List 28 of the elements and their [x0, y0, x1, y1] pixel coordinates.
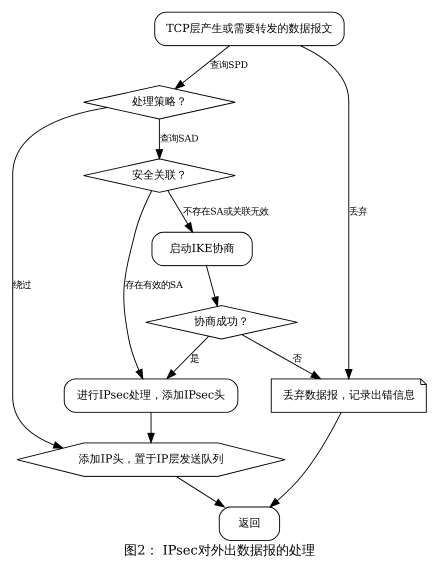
arrow [167, 190, 194, 234]
arrow [268, 412, 342, 508]
arrow [155, 118, 164, 160]
node-box: 进行IPsec处理，添加IPsec头 [64, 378, 238, 413]
node-box: 启动IKE协商 [152, 232, 253, 266]
edge-label: 查询SAD [160, 133, 199, 144]
node-diamond: 协商成功？ [145, 305, 298, 340]
arrow [166, 336, 210, 380]
edge-label: 存在有效的SA [124, 280, 183, 291]
node-diamond: 安全关联？ [83, 158, 236, 193]
arrow [123, 190, 152, 380]
edge-label: 是 [190, 353, 200, 364]
arrow [147, 412, 155, 444]
arrow [242, 334, 322, 380]
node-box: 返回 [218, 506, 280, 541]
edge-label: 否 [292, 353, 302, 364]
arrow [174, 45, 230, 90]
arrow [12, 107, 108, 449]
edge-label: 不存在SA或关联无效 [183, 206, 268, 218]
arrow [176, 476, 226, 508]
edge-label: 丢弃 [349, 206, 368, 218]
edge-label: 查询SPD [210, 60, 248, 71]
arrow [300, 45, 353, 380]
caption: 图2： IPsec对外出数据报的处理 [124, 544, 315, 559]
arrow [206, 265, 219, 308]
node-diamond: 处理策略？ [83, 85, 236, 120]
node-box: TCP层产生或需要转发的数据报文 [154, 12, 345, 46]
edge-label: 绕过 [12, 280, 31, 291]
